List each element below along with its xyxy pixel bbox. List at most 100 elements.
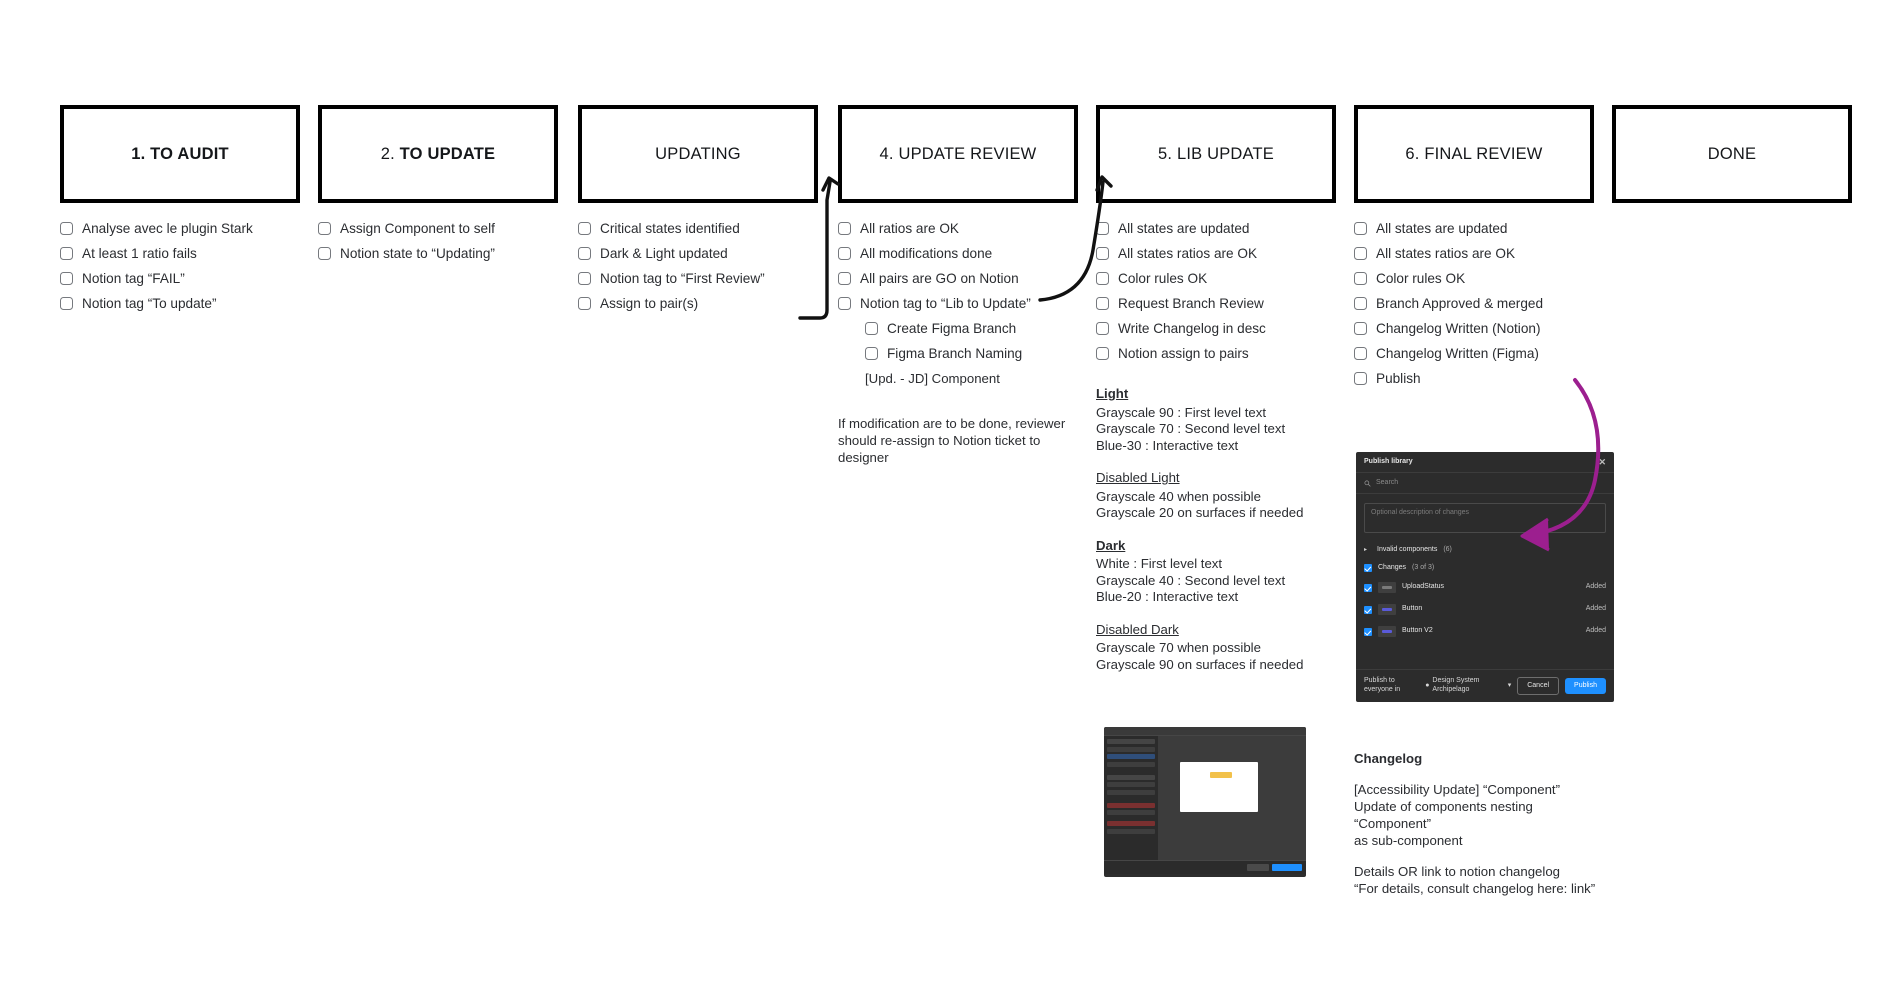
change-row[interactable]: Button Added [1356,600,1614,619]
checklist-item[interactable]: All states ratios are OK [1354,245,1594,264]
checklist-item[interactable]: Publish [1354,370,1594,389]
checklist-item[interactable]: Notion state to “Updating” [318,245,558,264]
stage-title: 2. TO UPDATE [380,144,496,163]
component-name: Button [1402,605,1423,613]
checkbox-icon[interactable] [865,322,878,335]
checkbox-icon[interactable] [1364,627,1372,636]
checkbox-icon[interactable] [1096,272,1109,285]
stage-header-to-update[interactable]: 2. TO UPDATE [318,105,558,203]
stage-header-lib-update[interactable]: 5. LIB UPDATE [1096,105,1336,203]
checkbox-icon[interactable] [60,247,73,260]
checkbox-icon[interactable] [1354,222,1367,235]
checkbox-icon[interactable] [578,272,591,285]
checklist-item[interactable]: Request Branch Review [1096,295,1336,314]
checklist-item[interactable]: All modifications done [838,245,1078,264]
component-name: Button V2 [1402,627,1433,635]
checkbox-icon[interactable] [1364,563,1372,572]
search-field[interactable]: Search [1356,473,1614,495]
color-spec-notes: Light Grayscale 90 : First level text Gr… [1096,386,1336,673]
checklist-item[interactable]: All states are updated [1354,220,1594,239]
spec-heading: Light [1096,386,1129,401]
stage-header-update-review[interactable]: 4. UPDATE REVIEW [838,105,1078,203]
checklist-item[interactable]: Notion assign to pairs [1096,345,1336,364]
stage-title: 6. FINAL REVIEW [1405,144,1543,163]
checkbox-icon[interactable] [1364,583,1372,592]
checklist-item[interactable]: Analyse avec le plugin Stark [60,220,300,239]
stage-header-to-audit[interactable]: 1. TO AUDIT [60,105,300,203]
checklist-item[interactable]: Dark & Light updated [578,245,818,264]
checkbox-icon[interactable] [1354,347,1367,360]
checkbox-icon[interactable] [1354,272,1367,285]
checkbox-icon[interactable] [60,272,73,285]
checklist-item[interactable]: All states ratios are OK [1096,245,1336,264]
checklist-item[interactable]: All pairs are GO on Notion [838,270,1078,289]
publish-library-panel[interactable]: Publish library ✕ Search Optional descri… [1356,452,1614,702]
invalid-components-count: (6) [1443,546,1452,554]
change-row[interactable]: Button V2 Added [1356,622,1614,641]
checkbox-icon[interactable] [578,222,591,235]
checklist-item[interactable]: Notion tag to “Lib to Update” [838,295,1078,314]
checklist-item[interactable]: Assign Component to self [318,220,558,239]
checkbox-icon[interactable] [318,247,331,260]
checklist-item[interactable]: All ratios are OK [838,220,1078,239]
checkbox-icon[interactable] [318,222,331,235]
checklist-item[interactable]: Write Changelog in desc [1096,320,1336,339]
checkbox-icon[interactable] [1096,222,1109,235]
checkbox-icon[interactable] [1096,247,1109,260]
checkbox-icon[interactable] [1354,372,1367,385]
stage-header-final-review[interactable]: 6. FINAL REVIEW [1354,105,1594,203]
checkbox-icon[interactable] [578,247,591,260]
thumb-body [1104,736,1306,860]
checkbox-icon[interactable] [1096,322,1109,335]
checklist-item[interactable]: Notion tag to “First Review” [578,270,818,289]
checkbox-icon[interactable] [865,347,878,360]
checkbox-icon[interactable] [838,247,851,260]
publish-scope-selector[interactable]: Publish to everyone in ● Design System A… [1364,677,1511,694]
checklist-item[interactable]: Branch Approved & merged [1354,295,1594,314]
checkbox-icon[interactable] [1354,322,1367,335]
stage-column-update-review: 4. UPDATE REVIEW All ratios are OK All m… [838,105,1078,466]
checklist-item[interactable]: Notion tag “FAIL” [60,270,300,289]
checklist-item[interactable]: Critical states identified [578,220,818,239]
checkbox-icon[interactable] [838,297,851,310]
checklist-item[interactable]: At least 1 ratio fails [60,245,300,264]
stage-title: UPDATING [655,144,741,163]
cancel-button[interactable]: Cancel [1517,676,1560,695]
checklist-item[interactable]: Changelog Written (Notion) [1354,320,1594,339]
publish-button[interactable]: Publish [1565,677,1606,694]
checkbox-icon[interactable] [578,297,591,310]
checklist-item[interactable]: Figma Branch Naming [838,345,1078,364]
checklist-item[interactable]: Assign to pair(s) [578,295,818,314]
spec-block-disabled-light: Disabled Light Grayscale 40 when possibl… [1096,470,1336,522]
checkbox-icon[interactable] [1364,605,1372,614]
checkbox-icon[interactable] [1096,347,1109,360]
checklist-item[interactable]: Notion tag “To update” [60,295,300,314]
checklist-item[interactable]: Color rules OK [1354,270,1594,289]
stage-title: DONE [1707,144,1757,163]
stage-header-updating[interactable]: UPDATING [578,105,818,203]
checklist-item[interactable]: Color rules OK [1096,270,1336,289]
change-row[interactable]: UploadStatus Added [1356,578,1614,597]
checklist-item[interactable]: Create Figma Branch [838,320,1078,339]
chevron-down-icon[interactable]: ▾ [1507,681,1512,689]
checkbox-icon[interactable] [1354,297,1367,310]
changes-group[interactable]: Changes (3 of 3) [1356,561,1614,575]
checkbox-icon[interactable] [838,272,851,285]
component-thumbnail [1378,626,1396,638]
checklist-item[interactable]: Changelog Written (Figma) [1354,345,1594,364]
checkbox-icon[interactable] [60,297,73,310]
checkbox-icon[interactable] [1354,247,1367,260]
close-icon[interactable]: ✕ [1598,457,1606,467]
checkbox-icon[interactable] [838,222,851,235]
component-thumbnail [1378,604,1396,616]
stage-header-done[interactable]: DONE [1612,105,1852,203]
spec-block-disabled-dark: Disabled Dark Grayscale 70 when possible… [1096,622,1336,674]
invalid-components-group[interactable]: ▸ Invalid components (6) [1356,543,1614,557]
chevron-right-icon[interactable]: ▸ [1364,546,1368,553]
checkbox-icon[interactable] [1096,297,1109,310]
description-input[interactable]: Optional description of changes [1364,503,1606,534]
checkbox-icon[interactable] [60,222,73,235]
team-icon: ● [1425,681,1430,689]
checklist-item[interactable]: All states are updated [1096,220,1336,239]
